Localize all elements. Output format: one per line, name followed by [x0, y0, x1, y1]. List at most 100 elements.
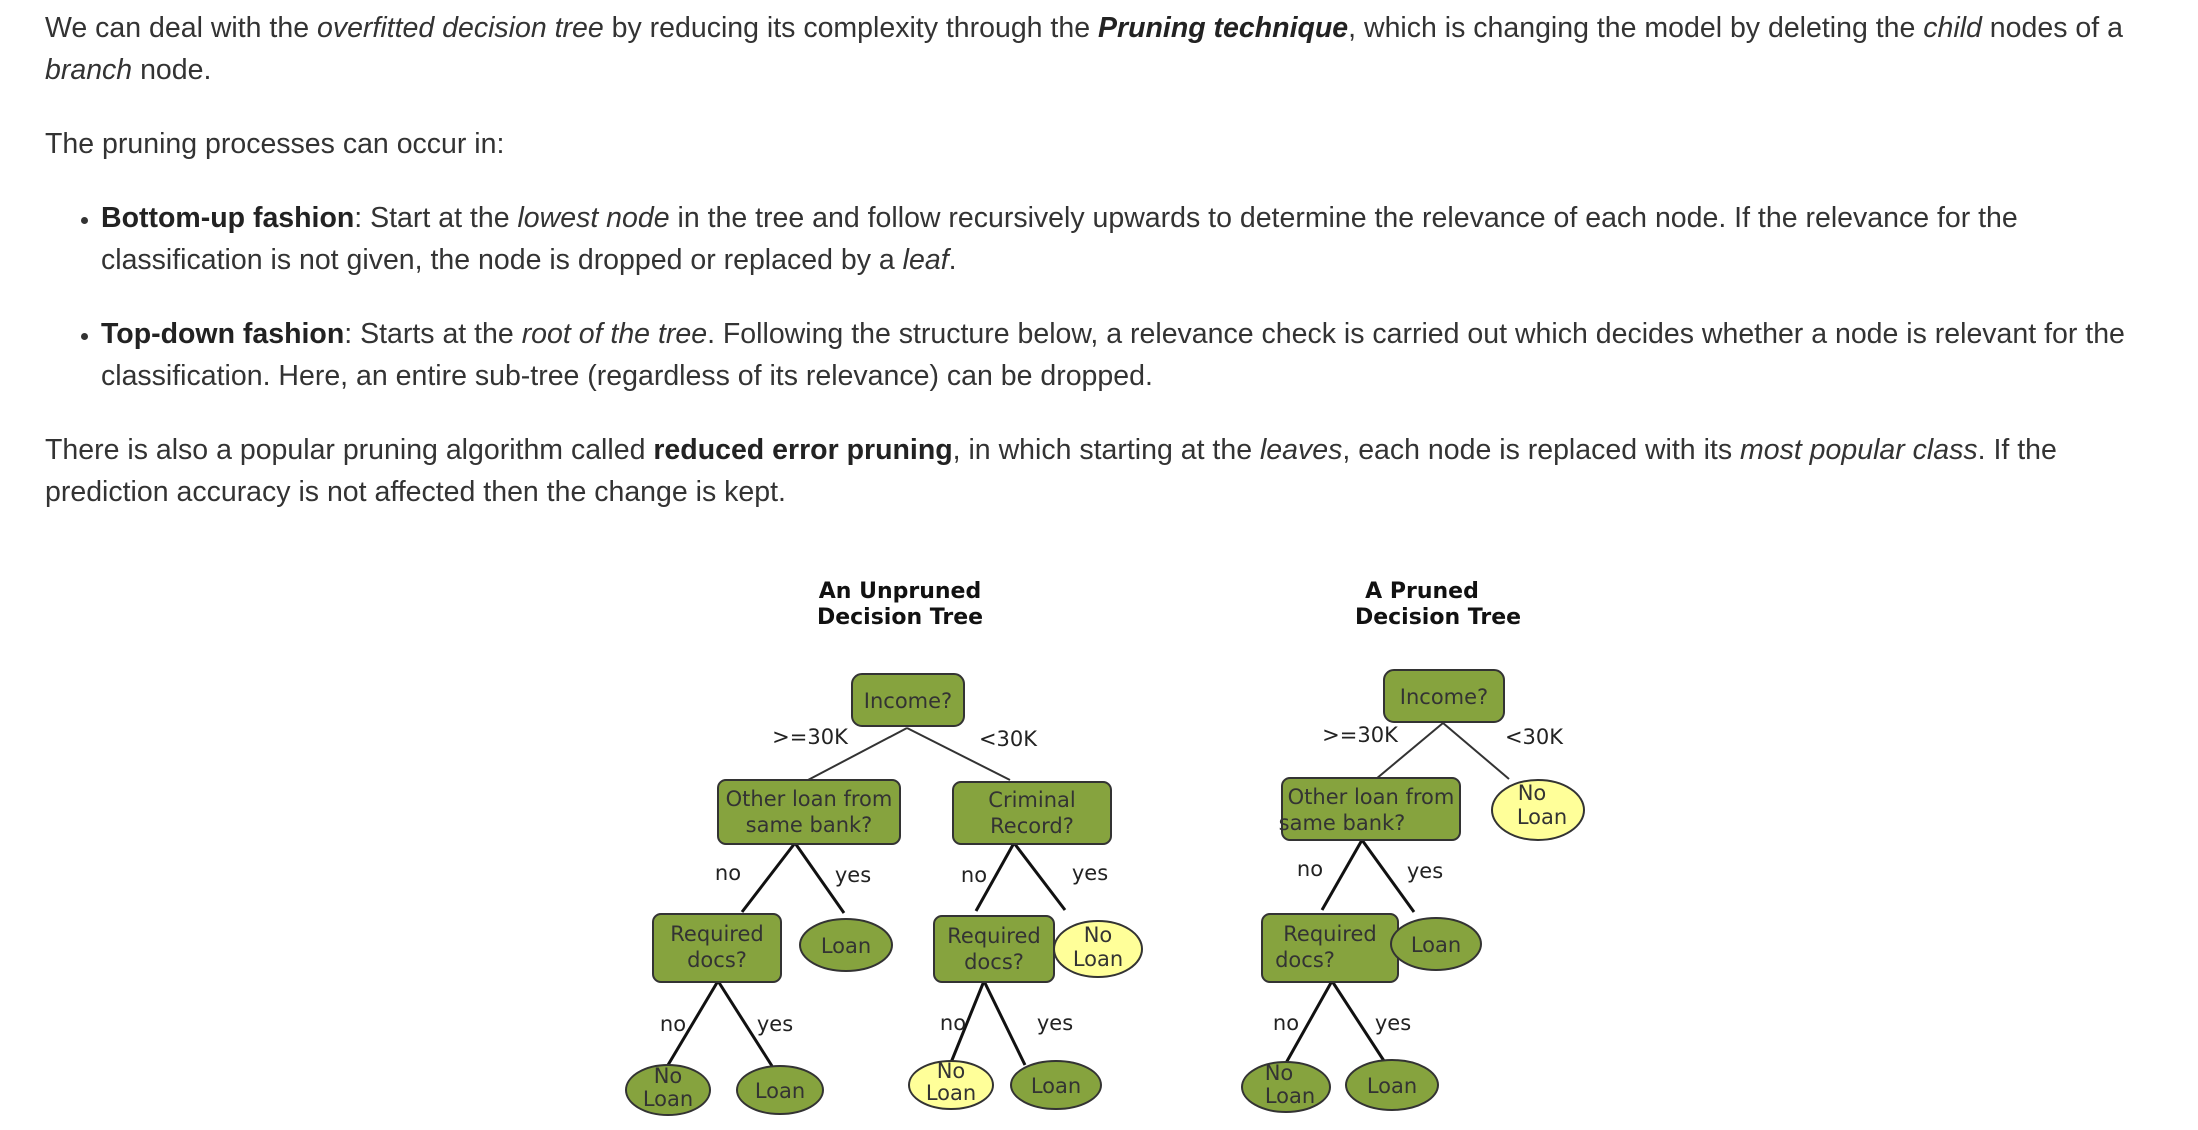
- text-run: . If the prediction accuracy is not affe…: [45, 434, 2057, 508]
- pruned-noloan-top-node: [1491, 779, 1585, 841]
- emphasis-lowest-node: lowest node: [517, 202, 670, 234]
- unpruned-criminal-label-2: Record?: [990, 814, 1074, 838]
- unpruned-edge-label-ge30: >=30K: [772, 725, 849, 749]
- pruning-comparison-figure: An Unpruned Decision Tree Income? >=30K: [610, 560, 1610, 1130]
- unpruned-loan-a-node: [799, 918, 893, 972]
- unpruned-criminal-node: [952, 781, 1112, 845]
- text-run: . Following the structure below, a relev…: [101, 318, 2125, 392]
- article-body: We can deal with the overfitted decision…: [45, 0, 2185, 545]
- edge-other-loan-to-req-docs: [1320, 839, 1364, 911]
- unpruned-root-label: Income?: [864, 689, 952, 713]
- pruned-loan-a-node: [1390, 917, 1482, 971]
- pruned-edges-bold: [1284, 839, 1416, 1065]
- text-run: in the tree and follow recursively upwar…: [101, 202, 2018, 276]
- unpruned-loan-d-node: [1010, 1060, 1102, 1110]
- edge-other-loan-to-req-docs: [740, 842, 797, 913]
- unpruned-noloan-d-node: [908, 1060, 994, 1110]
- unpruned-edge-label-no-4: no: [940, 1011, 966, 1035]
- unpruned-title-line2: Decision Tree: [817, 605, 983, 630]
- unpruned-edge-label-yes-3: yes: [757, 1012, 793, 1036]
- edge-req-docs-b-to-noloan: [948, 980, 986, 1066]
- edge-req-docs-b-to-loan: [982, 980, 1027, 1066]
- strong-top-down: Top-down fashion: [101, 318, 345, 350]
- pruned-other-loan-label-1: Other loan from: [1288, 785, 1455, 809]
- pruned-edge-label-yes-2: yes: [1375, 1011, 1411, 1035]
- unpruned-edges-bold: [666, 842, 1067, 1067]
- edge-root-to-noloan: [1442, 722, 1510, 780]
- unpruned-noloan-b-label-2: Loan: [1073, 947, 1123, 971]
- unpruned-edge-label-no-3: no: [660, 1012, 686, 1036]
- unpruned-edges: [807, 727, 1011, 781]
- text-run: There is also a popular pruning algorith…: [45, 434, 654, 466]
- unpruned-noloan-b-node: [1053, 920, 1143, 978]
- pruned-edges: [1375, 722, 1510, 780]
- edge-req-docs-to-loan: [1330, 980, 1388, 1065]
- pruned-noloan-label-2: Loan: [1265, 1084, 1315, 1108]
- pruned-edge-label-lt30: <30K: [1505, 725, 1564, 749]
- strong-pruning-technique: Pruning technique: [1097, 12, 1349, 44]
- pruned-loan-b-label: Loan: [1367, 1074, 1417, 1098]
- text-run: node.: [132, 54, 212, 86]
- strong-bottom-up: Bottom-up fashion: [101, 202, 355, 234]
- emphasis-child: child: [1923, 12, 1982, 44]
- unpruned-noloan-d-label-1: No: [937, 1059, 966, 1083]
- pruned-root-label: Income?: [1400, 685, 1488, 709]
- pruned-edge-label-no-1: no: [1297, 857, 1323, 881]
- pruned-edge-label-ge30: >=30K: [1322, 723, 1399, 747]
- unpruned-root-node: [851, 673, 965, 727]
- unpruned-req-docs-a-label-2: docs?: [687, 948, 747, 972]
- unpruned-req-docs-a-node: [652, 913, 782, 983]
- pruned-root-node: [1383, 669, 1505, 723]
- pruned-noloan-label-1: No: [1265, 1061, 1294, 1085]
- pruned-edge-label-yes-1: yes: [1407, 859, 1443, 883]
- text-run: : Starts at the: [344, 318, 522, 350]
- pruned-tree: A Pruned Decision Tree Income? >=30K <30…: [1241, 579, 1585, 1113]
- emphasis-leaf: leaf: [902, 244, 949, 276]
- text-run: We can deal with the: [45, 12, 317, 44]
- unpruned-req-docs-a-label-1: Required: [670, 922, 763, 946]
- emphasis-leaves: leaves: [1259, 434, 1343, 466]
- strong-reduced-error-pruning: reduced error pruning: [653, 434, 953, 466]
- unpruned-edge-label-no-2: no: [961, 863, 987, 887]
- edge-criminal-to-req-docs: [974, 842, 1016, 912]
- edge-req-docs-a-to-noloan: [666, 980, 720, 1066]
- pruned-loan-b-node: [1345, 1059, 1439, 1111]
- text-run: .: [948, 244, 957, 276]
- unpruned-loan-c-node: [736, 1065, 824, 1115]
- pruned-noloan-top-label-2: Loan: [1517, 805, 1567, 829]
- decision-trees-diagram: An Unpruned Decision Tree Income? >=30K: [625, 579, 1585, 1116]
- emphasis-most-popular-class: most popular class: [1740, 434, 1978, 466]
- unpruned-req-docs-b-label-1: Required: [947, 924, 1040, 948]
- edge-criminal-to-noloan: [1012, 842, 1067, 911]
- emphasis-branch: branch: [45, 54, 133, 86]
- text-run: nodes of a: [1981, 12, 2123, 44]
- unpruned-other-loan-label-1: Other loan from: [726, 787, 893, 811]
- pruned-other-loan-label-2: same bank?: [1279, 811, 1406, 835]
- pruned-loan-a-label: Loan: [1411, 933, 1461, 957]
- pruned-title-line1: A Pruned: [1365, 579, 1479, 604]
- unpruned-edge-label-yes-4: yes: [1037, 1011, 1073, 1035]
- pruned-req-docs-label-1: Required: [1283, 922, 1376, 946]
- paragraph-reduced-error-pruning: There is also a popular pruning algorith…: [45, 429, 2185, 513]
- unpruned-other-loan-node: [717, 779, 901, 845]
- unpruned-edge-label-yes-1: yes: [835, 863, 871, 887]
- unpruned-noloan-c-label-2: Loan: [643, 1087, 693, 1111]
- unpruned-tree: An Unpruned Decision Tree Income? >=30K: [625, 579, 1143, 1116]
- unpruned-other-loan-label-2: same bank?: [746, 813, 873, 837]
- edge-other-loan-to-loan: [793, 842, 846, 914]
- pruned-req-docs-label-2: docs?: [1275, 948, 1335, 972]
- edge-req-docs-a-to-loan: [716, 980, 774, 1067]
- pruned-noloan-top-label-1: No: [1518, 781, 1547, 805]
- text-run: , which is changing the model by deletin…: [1348, 12, 1924, 44]
- pruned-other-loan-node: [1281, 777, 1461, 841]
- unpruned-edge-label-no-1: no: [715, 861, 741, 885]
- text-run: : Start at the: [354, 202, 518, 234]
- unpruned-edge-label-lt30: <30K: [979, 727, 1038, 751]
- edge-root-to-other-loan: [807, 727, 908, 781]
- edge-root-to-criminal: [906, 727, 1011, 781]
- unpruned-noloan-b-label-1: No: [1084, 923, 1113, 947]
- unpruned-loan-c-label: Loan: [755, 1079, 805, 1103]
- pruned-noloan-node: [1241, 1061, 1331, 1113]
- paragraph-overfitting: We can deal with the overfitted decision…: [45, 7, 2185, 91]
- edge-root-to-other-loan: [1375, 722, 1444, 780]
